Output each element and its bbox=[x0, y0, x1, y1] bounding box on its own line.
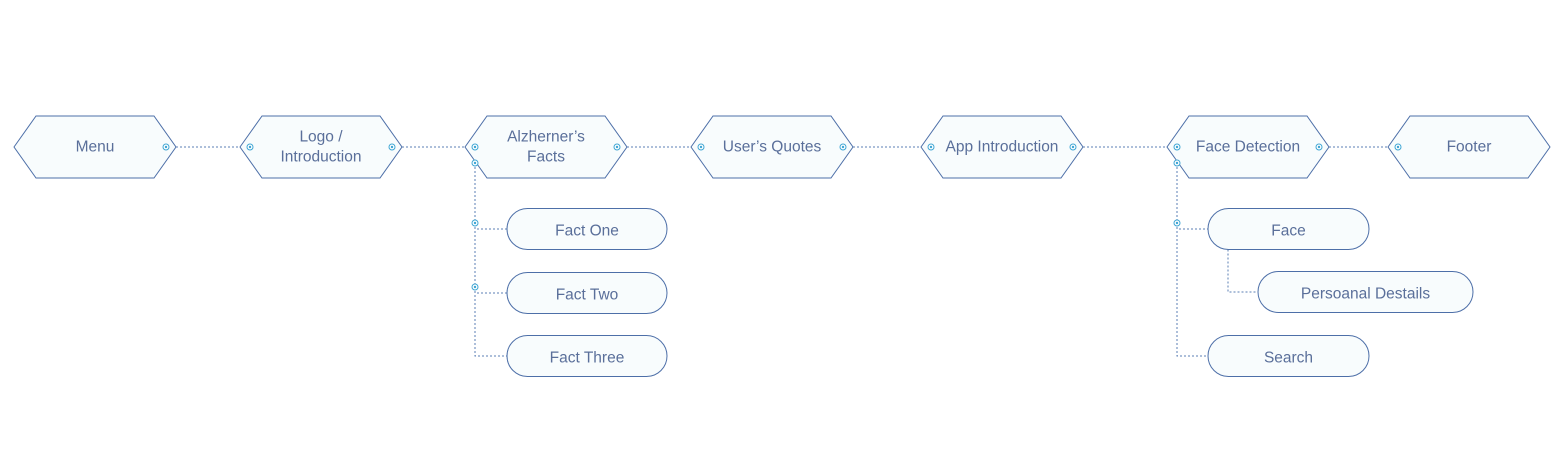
edge-face-to-personal-details bbox=[1227, 249, 1258, 293]
alzheimers-facts-hexagon-shape bbox=[464, 115, 628, 179]
fact-three-node[interactable]: Fact Three bbox=[506, 335, 668, 377]
app-introduction-out-port[interactable] bbox=[1069, 143, 1077, 151]
face-pill-shape bbox=[1207, 208, 1370, 250]
edge-alzheimers-facts-to-fact-three bbox=[474, 163, 507, 357]
fact-three-pill-shape bbox=[506, 335, 668, 377]
edge-alzheimers-facts-to-fact-two bbox=[474, 163, 507, 294]
face-detection-hexagon-shape bbox=[1166, 115, 1330, 179]
face-detection-in-port[interactable] bbox=[1173, 143, 1181, 151]
alzheimers-facts-child-port[interactable] bbox=[471, 159, 479, 167]
app-introduction-label: App Introduction bbox=[946, 139, 1059, 156]
logo-introduction-in-port[interactable] bbox=[246, 143, 254, 151]
face-detection-out-port[interactable] bbox=[1315, 143, 1323, 151]
search-node[interactable]: Search bbox=[1207, 335, 1370, 377]
fact-one-label: Fact One bbox=[555, 223, 619, 240]
personal-details-label: Persoanal Destails bbox=[1301, 286, 1430, 303]
menu-hexagon-shape bbox=[13, 115, 177, 179]
users-quotes-out-port[interactable] bbox=[839, 143, 847, 151]
face-label: Face bbox=[1271, 223, 1305, 240]
fact-one-node[interactable]: Fact One bbox=[506, 208, 668, 250]
alzheimers-facts-in-port[interactable] bbox=[471, 143, 479, 151]
users-quotes-label: User’s Quotes bbox=[723, 139, 822, 156]
face-branch-port[interactable] bbox=[1173, 219, 1181, 227]
app-introduction-node[interactable]: App Introduction bbox=[920, 115, 1084, 179]
search-pill-shape bbox=[1207, 335, 1370, 377]
fact-two-branch-port[interactable] bbox=[471, 283, 479, 291]
alzheimers-facts-label-line-2: Facts bbox=[527, 149, 565, 166]
face-detection-child-port[interactable] bbox=[1173, 159, 1181, 167]
search-label: Search bbox=[1264, 350, 1313, 367]
fact-three-label: Fact Three bbox=[550, 350, 625, 367]
users-quotes-node[interactable]: User’s Quotes bbox=[690, 115, 854, 179]
alzheimers-facts-label-line-1: Alzherner’s bbox=[507, 129, 585, 146]
logo-introduction-label-line-2: Introduction bbox=[281, 149, 362, 166]
logo-introduction-hexagon-shape bbox=[239, 115, 403, 179]
fact-one-branch-port[interactable] bbox=[471, 219, 479, 227]
logo-introduction-node[interactable]: Logo / Introduction bbox=[239, 115, 403, 179]
fact-one-pill-shape bbox=[506, 208, 668, 250]
personal-details-pill-shape bbox=[1257, 271, 1474, 313]
fact-two-pill-shape bbox=[506, 272, 668, 314]
footer-in-port[interactable] bbox=[1394, 143, 1402, 151]
face-detection-label: Face Detection bbox=[1196, 139, 1300, 156]
fact-two-label: Fact Two bbox=[556, 287, 619, 304]
app-introduction-in-port[interactable] bbox=[927, 143, 935, 151]
face-detection-node[interactable]: Face Detection bbox=[1166, 115, 1330, 179]
users-quotes-hexagon-shape bbox=[690, 115, 854, 179]
users-quotes-in-port[interactable] bbox=[697, 143, 705, 151]
edge-face-detection-to-search bbox=[1176, 163, 1208, 357]
personal-details-node[interactable]: Persoanal Destails bbox=[1257, 271, 1474, 313]
menu-label: Menu bbox=[76, 139, 115, 156]
menu-out-port[interactable] bbox=[162, 143, 170, 151]
alzheimers-facts-out-port[interactable] bbox=[613, 143, 621, 151]
footer-label: Footer bbox=[1447, 139, 1492, 156]
logo-introduction-label-line-1: Logo / bbox=[299, 129, 343, 146]
menu-node[interactable]: Menu bbox=[13, 115, 177, 179]
face-node[interactable]: Face bbox=[1207, 208, 1370, 250]
app-introduction-hexagon-shape bbox=[920, 115, 1084, 179]
fact-two-node[interactable]: Fact Two bbox=[506, 272, 668, 314]
logo-introduction-out-port[interactable] bbox=[388, 143, 396, 151]
footer-hexagon-shape bbox=[1387, 115, 1551, 179]
footer-node[interactable]: Footer bbox=[1387, 115, 1551, 179]
